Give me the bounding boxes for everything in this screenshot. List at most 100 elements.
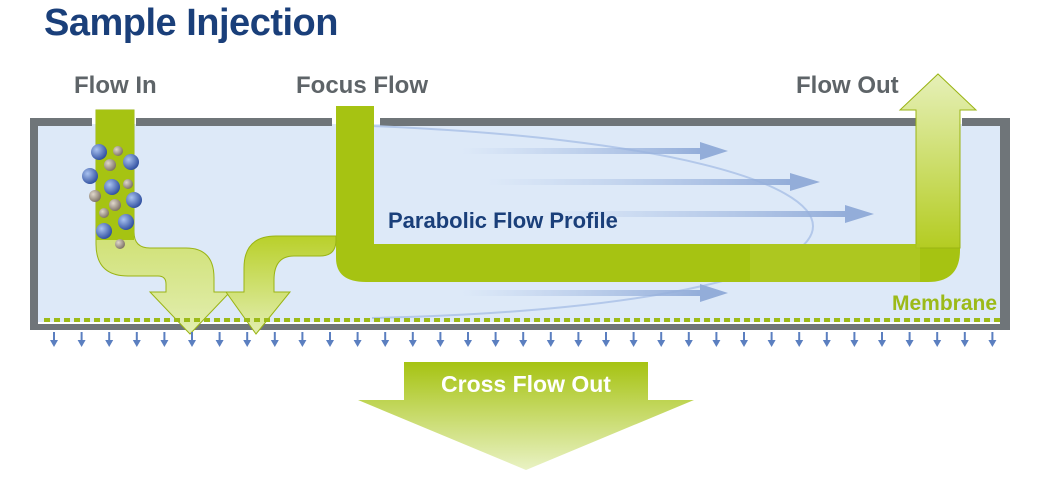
- permeate-arrow: [988, 332, 997, 347]
- membrane-pore: [784, 318, 790, 322]
- flow-in-label: Flow In: [74, 72, 157, 99]
- membrane-pore: [824, 318, 830, 322]
- permeate-arrow: [132, 332, 141, 347]
- membrane-pore: [364, 318, 370, 322]
- flow-velocity-arrows: [462, 142, 874, 302]
- membrane-pore: [244, 318, 250, 322]
- membrane-pore: [334, 318, 340, 322]
- parabolic-flow-profile-label: Parabolic Flow Profile: [388, 208, 618, 233]
- permeate-arrow: [77, 332, 86, 347]
- permeate-arrow: [160, 332, 169, 347]
- membrane-pore: [594, 318, 600, 322]
- membrane-pore: [574, 318, 580, 322]
- permeate-arrow: [657, 332, 666, 347]
- membrane-pore: [554, 318, 560, 322]
- membrane-pore: [484, 318, 490, 322]
- membrane-pore: [124, 318, 130, 322]
- membrane-pore: [964, 318, 970, 322]
- membrane-pore: [394, 318, 400, 322]
- membrane-pore: [774, 318, 780, 322]
- membrane-pore: [414, 318, 420, 322]
- membrane-pore: [444, 318, 450, 322]
- membrane-pore: [684, 318, 690, 322]
- permeate-arrow: [105, 332, 114, 347]
- membrane-pore: [314, 318, 320, 322]
- channel-walls: [30, 118, 1010, 330]
- permeate-arrow: [960, 332, 969, 347]
- page-title: Sample Injection: [44, 2, 338, 44]
- membrane-pore: [584, 318, 590, 322]
- permeate-arrow: [353, 332, 362, 347]
- membrane-pore: [844, 318, 850, 322]
- permeate-arrow: [684, 332, 693, 347]
- membrane-pore: [404, 318, 410, 322]
- membrane-pore: [104, 318, 110, 322]
- membrane-pore: [994, 318, 1000, 322]
- membrane-pore: [374, 318, 380, 322]
- membrane-pore: [644, 318, 650, 322]
- permeate-arrow: [188, 332, 196, 347]
- membrane-pore: [274, 318, 280, 322]
- membrane-pore: [604, 318, 610, 322]
- flow-out-label: Flow Out: [796, 72, 899, 99]
- membrane-pore: [54, 318, 60, 322]
- permeate-arrow: [215, 332, 224, 347]
- permeate-arrow: [381, 332, 390, 347]
- membrane-pore: [914, 318, 920, 322]
- permeate-arrow: [326, 332, 334, 347]
- permeate-arrow: [519, 332, 528, 347]
- membrane-pore: [194, 318, 200, 322]
- membrane-pore: [164, 318, 170, 322]
- membrane-pore: [614, 318, 620, 322]
- permeate-arrow: [878, 332, 886, 347]
- membrane-line: [44, 318, 1000, 322]
- membrane-pore: [514, 318, 520, 322]
- membrane-pore: [544, 318, 550, 322]
- membrane-pore: [424, 318, 430, 322]
- permeate-arrow: [243, 332, 252, 347]
- membrane-pore: [804, 318, 810, 322]
- membrane-pore: [814, 318, 820, 322]
- membrane-pore: [934, 318, 940, 322]
- focus-flow-label: Focus Flow: [296, 72, 428, 99]
- membrane-pore: [634, 318, 640, 322]
- membrane-pore: [744, 318, 750, 322]
- membrane-pore: [734, 318, 740, 322]
- permeate-arrow: [850, 332, 859, 347]
- membrane-pore: [74, 318, 80, 322]
- membrane-pore: [254, 318, 260, 322]
- permeate-arrow: [822, 332, 831, 347]
- membrane-pore: [204, 318, 210, 322]
- membrane-pore: [504, 318, 510, 322]
- permeate-arrow: [436, 332, 445, 347]
- membrane-pore: [834, 318, 840, 322]
- membrane-pore: [234, 318, 240, 322]
- permeate-arrows: [50, 332, 997, 347]
- membrane-pore: [854, 318, 860, 322]
- membrane-pore: [214, 318, 220, 322]
- membrane-pore: [474, 318, 480, 322]
- membrane-pore: [704, 318, 710, 322]
- membrane-pore: [44, 318, 50, 322]
- membrane-pore: [534, 318, 540, 322]
- membrane-pore: [494, 318, 500, 322]
- membrane-pore: [134, 318, 140, 322]
- membrane-pore: [944, 318, 950, 322]
- permeate-arrow: [50, 332, 58, 347]
- membrane-pore: [864, 318, 870, 322]
- membrane-pore: [184, 318, 190, 322]
- membrane-pore: [324, 318, 330, 322]
- membrane-pore: [694, 318, 700, 322]
- membrane-pore: [434, 318, 440, 322]
- membrane-pore: [264, 318, 270, 322]
- permeate-arrow: [464, 332, 472, 347]
- permeate-arrow: [602, 332, 610, 347]
- cross-flow-out-label: Cross Flow Out: [441, 371, 611, 397]
- membrane-pore: [624, 318, 630, 322]
- sample-particles: [82, 144, 142, 249]
- membrane-pore: [354, 318, 360, 322]
- membrane-pore: [284, 318, 290, 322]
- permeate-arrow: [574, 332, 583, 347]
- permeate-arrow: [795, 332, 804, 347]
